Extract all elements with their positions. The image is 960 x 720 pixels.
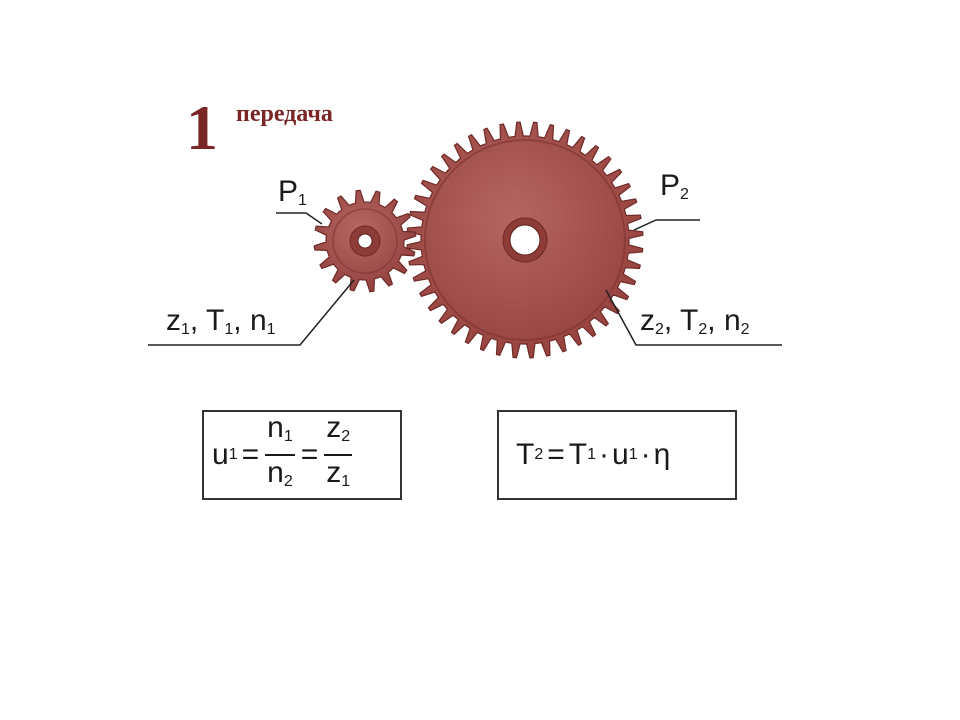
fraction-n: n1 n2 [265, 411, 295, 490]
large-gear-hole [509, 224, 541, 256]
title-word: передача [236, 101, 333, 127]
fraction-z: z2 z1 [324, 411, 353, 490]
ratio-formula-box [202, 410, 402, 500]
leader-p1 [276, 212, 323, 225]
leader-p2 [633, 219, 700, 231]
label-large-gear-params: z2, T2, n2 [640, 304, 750, 339]
small-gear-hole [357, 233, 373, 249]
torque-formula-box [497, 410, 737, 500]
small-gear-rim [332, 208, 398, 274]
large-gear-rim [424, 139, 626, 341]
leader-small-params [148, 279, 355, 346]
label-small-gear-params: z1, T1, n1 [166, 304, 276, 339]
label-p2: P2 [660, 169, 689, 204]
title-number: 1 [186, 92, 218, 163]
label-p1: P1 [278, 175, 307, 210]
leader-large-params [605, 289, 782, 346]
